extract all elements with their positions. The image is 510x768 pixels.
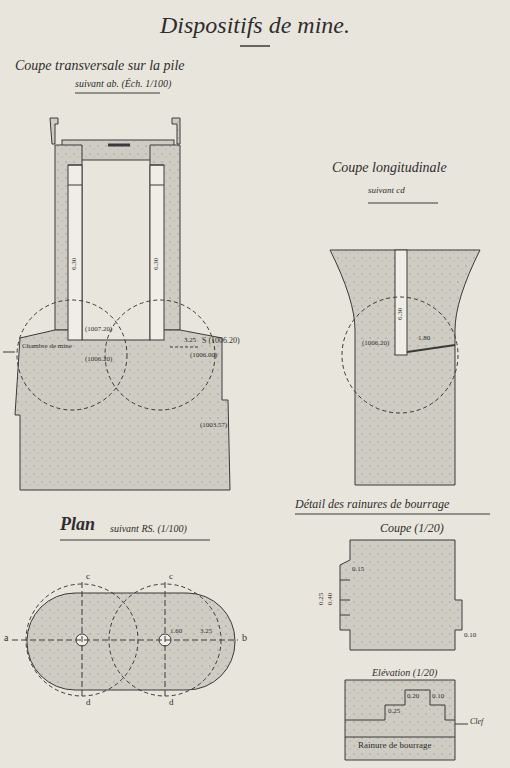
view-title: Elévation (1/20) <box>372 667 437 678</box>
section-letter: d <box>86 698 91 708</box>
dimension: 1.60 <box>170 628 182 636</box>
dimension: 6.30 <box>153 258 161 270</box>
dimension: 6.30 <box>397 308 405 320</box>
level-dim: (1007.20) <box>85 326 112 334</box>
view-title: Coupe (1/20) <box>380 522 444 535</box>
level-dim: (1006.00) <box>190 352 217 360</box>
level-dim: (1006.20) <box>85 356 112 364</box>
section-letter: c <box>86 572 90 582</box>
dimension: 3.25 <box>184 337 196 345</box>
view-scale: suivant ab. (Éch. 1/100) <box>75 78 171 89</box>
view-scale: suivant RS. (1/100) <box>110 523 187 534</box>
dimension: 3.25 <box>200 628 212 636</box>
dimension: 0.15 <box>352 566 364 574</box>
key-label: Clef <box>470 718 483 727</box>
sheet-title: Dispositifs de mine. <box>160 12 350 38</box>
view-title: Plan <box>60 515 95 535</box>
level-dim: (1003.57) <box>200 422 227 430</box>
view-title: Coupe transversale sur la pile <box>15 58 185 73</box>
chamber-label: Chambre de mine <box>22 343 72 351</box>
dimension: 6.30 <box>71 258 79 270</box>
level-dim: S (1006.20) <box>202 337 240 346</box>
groove-label: Rainure de bourrage <box>358 741 431 751</box>
section-letter: d <box>169 698 174 708</box>
view-title: Détail des rainures de bourrage <box>295 498 449 511</box>
dimension: 0.25 <box>388 708 400 716</box>
section-letter: c <box>169 572 173 582</box>
view-title: Coupe longitudinale <box>332 160 447 175</box>
dimension: 0.10 <box>432 693 444 701</box>
level-dim: (1006.20) <box>362 340 389 348</box>
section-letter: b <box>242 632 247 643</box>
dimension: 0.40 <box>327 593 335 605</box>
dimension: 1.80 <box>418 335 430 343</box>
dimension: 0.10 <box>464 632 476 640</box>
dimension: 0.25 <box>318 593 326 605</box>
view-scale: suivant cd <box>368 186 405 196</box>
section-letter: a <box>4 632 8 643</box>
dimension: 0.20 <box>407 693 419 701</box>
